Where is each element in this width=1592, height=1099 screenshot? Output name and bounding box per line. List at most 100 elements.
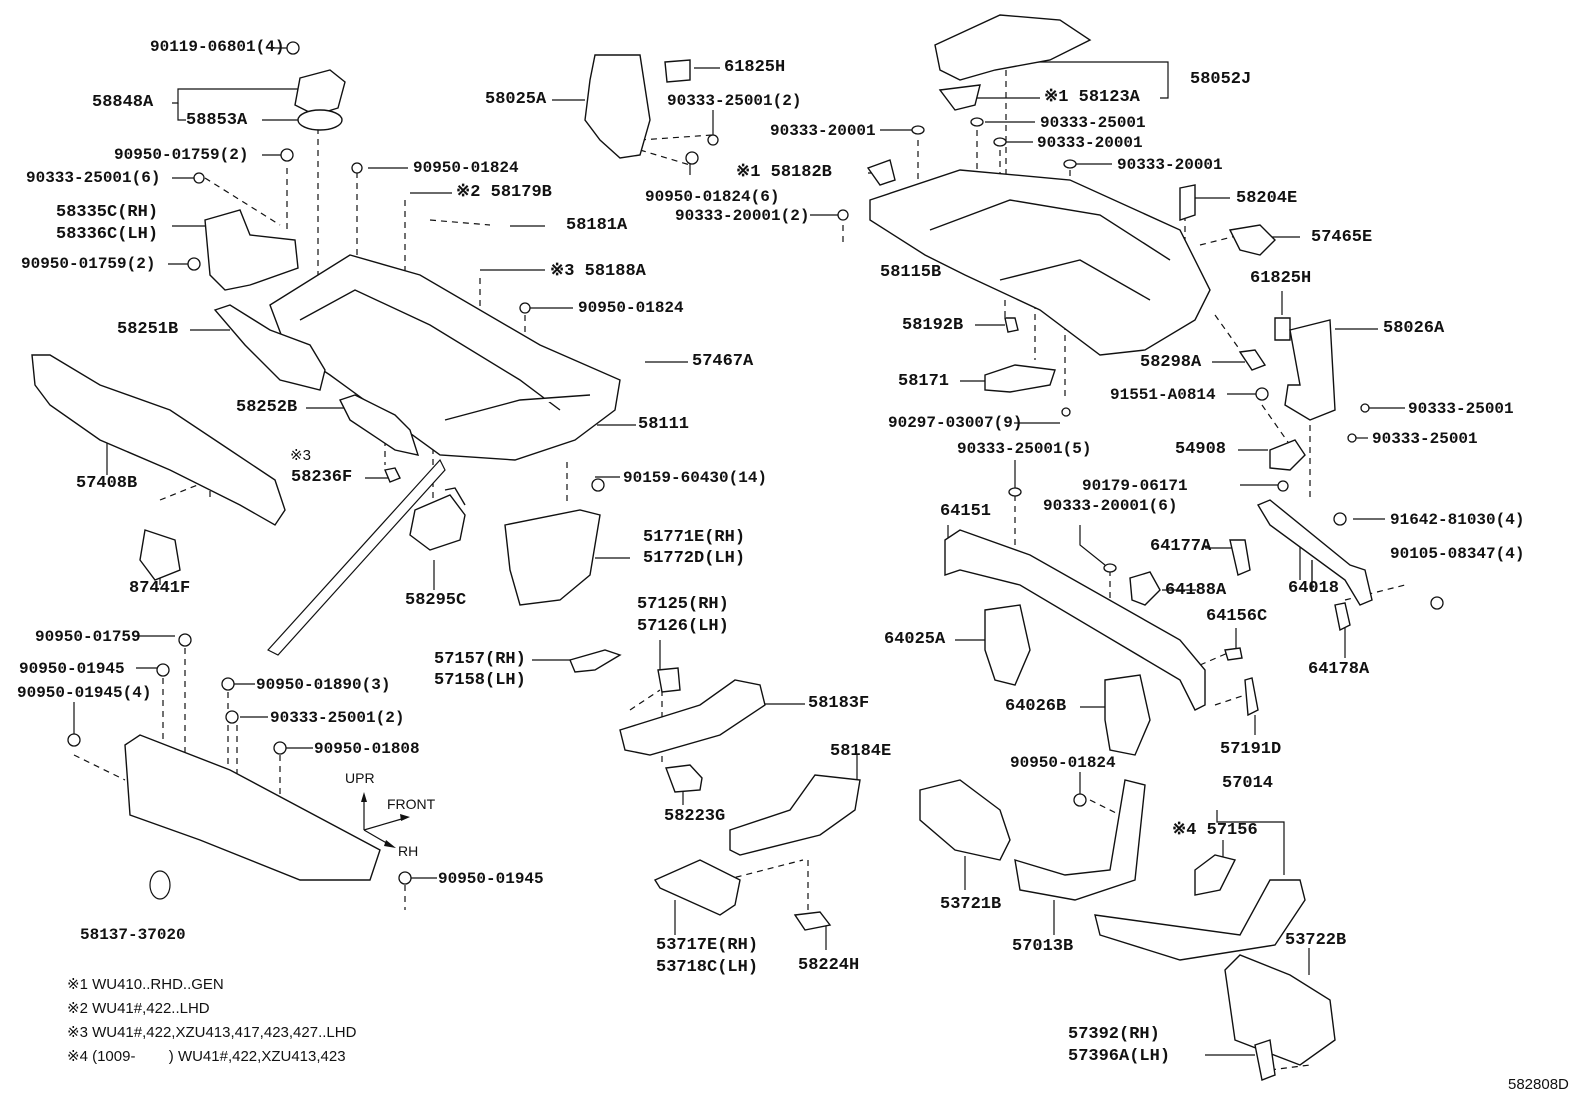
part-label: 57465E: [1311, 228, 1373, 247]
part-label: 58853A: [186, 111, 248, 130]
part-label: 53722B: [1285, 931, 1347, 950]
part-label: 90950-01824: [413, 159, 519, 177]
part-58223g-bracket: [665, 764, 703, 793]
part-label: 58335C(RH): [56, 203, 159, 222]
part-53717e-panel: [653, 859, 741, 916]
part-label: 90950-01945: [438, 870, 544, 888]
part-label: 61825H: [724, 58, 786, 77]
part-label: 61825H: [1250, 269, 1312, 288]
part-57125-clip: [657, 667, 681, 693]
part-label: 58137-37020: [80, 926, 186, 944]
part-57465e-bracket: [1228, 224, 1276, 256]
part-label: 90333-20001(2): [675, 207, 810, 225]
part-58137-front-floor: [124, 734, 381, 900]
footnote: ※1 WU410..RHD..GEN: [67, 976, 224, 993]
part-58025a-reinforcement: [584, 54, 651, 159]
part-label: ※2 58179B: [456, 183, 552, 202]
part-58171-bracket: [984, 364, 1056, 393]
part-label: 90950-01824: [1010, 754, 1116, 772]
part-label: 90159-60430(14): [623, 469, 768, 487]
part-label: 58336C(LH): [56, 225, 159, 244]
part-label: 90333-25001(2): [270, 709, 405, 727]
part-label: 58025A: [485, 90, 547, 109]
part-64156c-clip: [1224, 647, 1243, 661]
part-label: 64156C: [1206, 607, 1268, 626]
part-label: 58224H: [798, 956, 860, 975]
part-58192b-clip: [1004, 317, 1019, 333]
part-64178a-bracket: [1334, 602, 1351, 632]
part-58026a-reinforcement: [1284, 319, 1336, 421]
part-58052j-pan: [934, 14, 1092, 111]
part-label: 58848A: [92, 93, 154, 112]
part-label: 58026A: [1383, 319, 1445, 338]
part-64177a-bracket: [1229, 539, 1251, 576]
part-58184e-rail: [729, 774, 861, 856]
part-label: 58252B: [236, 398, 298, 417]
part-label: 58223G: [664, 807, 726, 826]
part-label: 90297-03007(9): [888, 414, 1023, 432]
part-label: 64178A: [1308, 660, 1370, 679]
part-label: 90333-20001(6): [1043, 497, 1178, 515]
direction-up-label: UPR: [345, 770, 375, 786]
footnote: ※3 WU41#,422,XZU413,417,423,427..LHD: [67, 1024, 357, 1041]
part-label: 90179-06171: [1082, 477, 1188, 495]
part-label: 57157(RH): [434, 650, 526, 669]
part-57013b-rail: [1014, 779, 1146, 901]
part-64188a-bracket: [1129, 571, 1161, 606]
part-label: 57158(LH): [434, 671, 526, 690]
part-label: 90950-01808: [314, 740, 420, 758]
part-58295c-bracket: [409, 487, 466, 551]
part-label: 90333-25001(6): [26, 169, 161, 187]
part-58298a-bracket: [1238, 349, 1267, 371]
part-label: 57191D: [1220, 740, 1282, 759]
part-label: 57396A(LH): [1068, 1047, 1171, 1066]
part-51771e-extension: [504, 509, 601, 606]
leader-lines: [73, 47, 1405, 1056]
part-64018-bracket-assy: [1256, 499, 1373, 606]
part-label: 90333-25001: [1372, 430, 1478, 448]
part-label: ※1 58123A: [1044, 88, 1140, 107]
part-label: 53721B: [940, 895, 1002, 914]
part-64025a-bracket: [984, 604, 1031, 686]
part-label: 58181A: [566, 216, 628, 235]
part-label: 57014: [1222, 774, 1274, 793]
part-58115b-rear-floor-pan: [869, 169, 1211, 356]
part-label: 58295C: [405, 591, 467, 610]
part-label: 90333-25001: [1408, 400, 1514, 418]
part-53722b-panel: [1224, 954, 1336, 1066]
part-label: 58171: [898, 372, 950, 391]
part-label: 58298A: [1140, 353, 1202, 372]
part-label: 90333-25001(5): [957, 440, 1092, 458]
part-label: ※4 57156: [1172, 821, 1258, 840]
part-57157-bracket: [569, 649, 622, 673]
part-label: 90333-20001: [1117, 156, 1223, 174]
part-label: 64025A: [884, 630, 946, 649]
part-61825h-seal-2: [1274, 317, 1291, 341]
part-label: ※1 58182B: [736, 163, 832, 182]
part-label: 91551-A0814: [1110, 386, 1216, 404]
part-58183f-rail: [619, 679, 766, 756]
part-label: 87441F: [129, 579, 191, 598]
part-87441f-grommet: [139, 529, 181, 581]
part-label: 64026B: [1005, 697, 1067, 716]
part-58182b-bracket: [866, 159, 896, 186]
part-label: 58192B: [902, 316, 964, 335]
direction-indicator-arrows: [361, 792, 410, 848]
part-label: 58236F: [291, 468, 353, 487]
part-label: 90333-25001: [1040, 114, 1146, 132]
part-label: 57125(RH): [637, 595, 729, 614]
part-54908-bracket: [1269, 439, 1306, 471]
part-label: 90119-06801(4): [150, 38, 285, 56]
fasteners: [67, 41, 1444, 885]
part-label: 54908: [1175, 440, 1227, 459]
part-label: 90333-20001: [1037, 134, 1143, 152]
part-58251b-crossmember: [213, 304, 326, 391]
part-57191d-bracket: [1244, 677, 1259, 717]
part-label: 90950-01824(6): [645, 188, 780, 206]
part-label: ※3 58188A: [550, 262, 646, 281]
part-label: 90950-01759(2): [114, 146, 249, 164]
part-label: 53718C(LH): [656, 958, 759, 977]
part-57408b-front-crossmember: [31, 354, 286, 526]
part-57392-bracket: [1254, 1039, 1276, 1081]
